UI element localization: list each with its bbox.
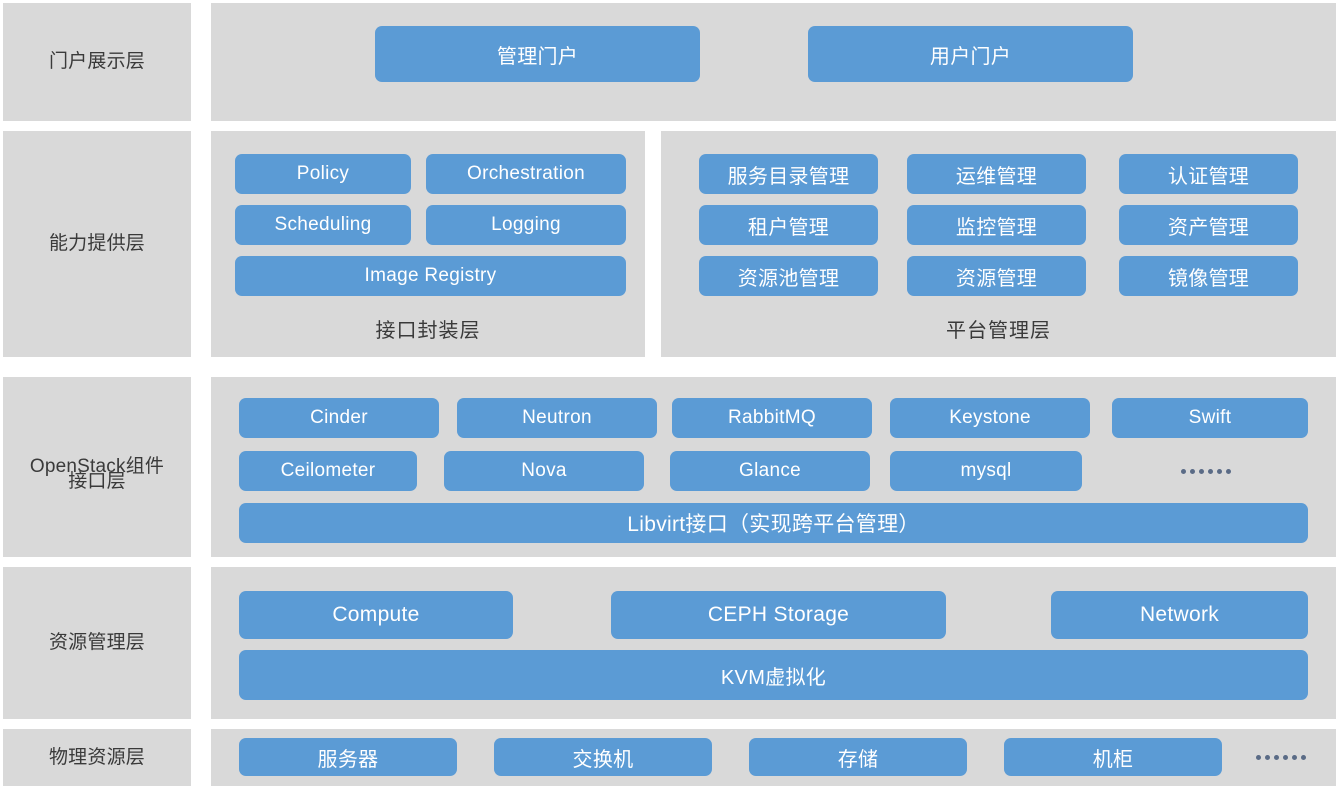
box-mysql[interactable]: mysql <box>890 451 1082 491</box>
ellipsis-openstack-icon <box>1146 451 1266 491</box>
box-switch[interactable]: 交换机 <box>494 738 712 776</box>
box-libvirt-interface[interactable]: Libvirt接口（实现跨平台管理） <box>239 503 1308 543</box>
box-glance[interactable]: Glance <box>670 451 870 491</box>
box-kvm-virtualization[interactable]: KVM虚拟化 <box>239 650 1308 700</box>
box-rabbitmq[interactable]: RabbitMQ <box>672 398 872 438</box>
layer-label-resource-management: 资源管理层 <box>3 567 191 719</box>
box-user-portal[interactable]: 用户门户 <box>808 26 1133 82</box>
box-ops-management[interactable]: 运维管理 <box>907 154 1086 194</box>
box-scheduling[interactable]: Scheduling <box>235 205 411 245</box>
panel-platform-management: 服务目录管理 运维管理 认证管理 租户管理 监控管理 资产管理 资源池管理 资源… <box>661 131 1336 357</box>
ellipsis-physical-icon <box>1231 738 1331 776</box>
box-network[interactable]: Network <box>1051 591 1308 639</box>
box-keystone[interactable]: Keystone <box>890 398 1090 438</box>
layer-band-physical-resource: 服务器 交换机 存储 机柜 <box>211 729 1336 786</box>
box-rack[interactable]: 机柜 <box>1004 738 1222 776</box>
layer-label-physical-resource-text: 物理资源层 <box>48 746 145 768</box>
box-logging[interactable]: Logging <box>426 205 626 245</box>
layer-label-physical-resource: 物理资源层 <box>3 729 191 786</box>
box-service-catalog-management[interactable]: 服务目录管理 <box>699 154 878 194</box>
box-admin-portal[interactable]: 管理门户 <box>375 26 700 82</box>
layer-label-openstack-line2: 接口层 <box>68 471 126 493</box>
box-server[interactable]: 服务器 <box>239 738 457 776</box>
box-cinder[interactable]: Cinder <box>239 398 439 438</box>
box-resource-management[interactable]: 资源管理 <box>907 256 1086 296</box>
layer-band-capability: Policy Orchestration Scheduling Logging … <box>211 131 1336 357</box>
box-monitor-management[interactable]: 监控管理 <box>907 205 1086 245</box>
layer-label-resource-management-text: 资源管理层 <box>48 632 145 654</box>
box-policy[interactable]: Policy <box>235 154 411 194</box>
box-image-management[interactable]: 镜像管理 <box>1119 256 1298 296</box>
box-orchestration[interactable]: Orchestration <box>426 154 626 194</box>
layer-label-openstack: OpenStack组件 <box>3 377 191 557</box>
layer-label-capability-text: 能力提供层 <box>48 233 145 255</box>
panel-interface-encapsulation: Policy Orchestration Scheduling Logging … <box>211 131 645 357</box>
box-auth-management[interactable]: 认证管理 <box>1119 154 1298 194</box>
layer-label-openstack-line1: OpenStack组件 <box>29 456 165 478</box>
box-storage[interactable]: 存储 <box>749 738 967 776</box>
layer-label-openstack-second-line-wrap: 接口层 <box>3 377 191 557</box>
layer-label-portal: 门户展示层 <box>3 3 191 121</box>
box-ceilometer[interactable]: Ceilometer <box>239 451 417 491</box>
box-tenant-management[interactable]: 租户管理 <box>699 205 878 245</box>
panel-caption-platform-management: 平台管理层 <box>946 320 1051 342</box>
layer-band-resource-management: Compute CEPH Storage Network KVM虚拟化 <box>211 567 1336 719</box>
box-nova[interactable]: Nova <box>444 451 644 491</box>
box-image-registry[interactable]: Image Registry <box>235 256 626 296</box>
panel-caption-interface-encapsulation: 接口封装层 <box>375 320 481 342</box>
box-neutron[interactable]: Neutron <box>457 398 657 438</box>
box-resource-pool-management[interactable]: 资源池管理 <box>699 256 878 296</box>
layer-band-openstack: Cinder Neutron RabbitMQ Keystone Swift C… <box>211 377 1336 557</box>
layer-label-portal-text: 门户展示层 <box>48 51 145 73</box>
layer-label-capability: 能力提供层 <box>3 131 191 357</box>
box-ceph-storage[interactable]: CEPH Storage <box>611 591 946 639</box>
box-compute[interactable]: Compute <box>239 591 513 639</box>
box-asset-management[interactable]: 资产管理 <box>1119 205 1298 245</box>
layer-band-portal: 管理门户 用户门户 <box>211 3 1336 121</box>
box-swift[interactable]: Swift <box>1112 398 1308 438</box>
